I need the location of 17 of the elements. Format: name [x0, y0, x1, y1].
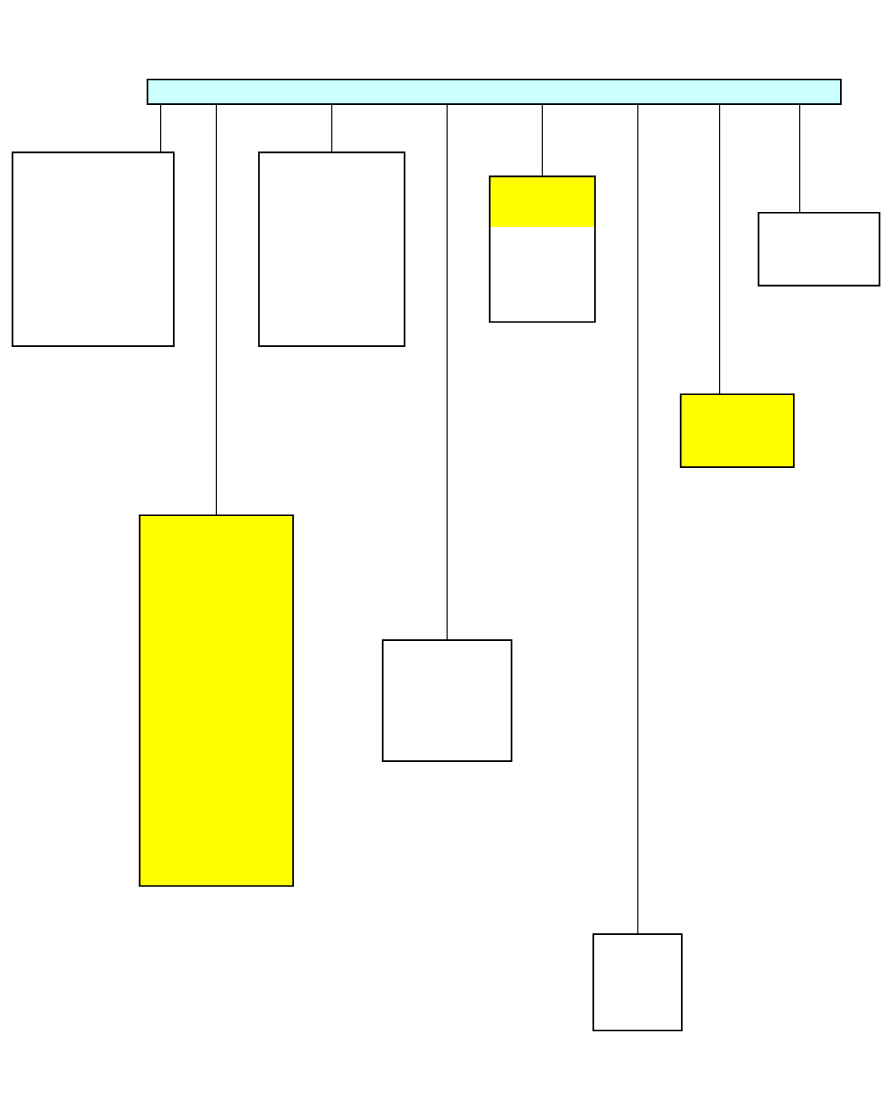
node-box: [138, 513, 294, 887]
connector: [541, 103, 543, 177]
node-box: [258, 150, 406, 347]
connector: [637, 103, 639, 935]
node-box: [592, 932, 683, 1031]
connector: [446, 103, 448, 640]
node-box: [757, 211, 881, 286]
node-box: [488, 175, 596, 323]
connector: [215, 103, 217, 515]
node-box: [381, 638, 513, 762]
connector: [799, 103, 801, 213]
node-box: [11, 150, 175, 347]
node-box: [679, 392, 795, 468]
connector: [331, 103, 333, 153]
connector: [160, 103, 162, 153]
connector: [719, 103, 721, 395]
node-box: [146, 78, 842, 105]
